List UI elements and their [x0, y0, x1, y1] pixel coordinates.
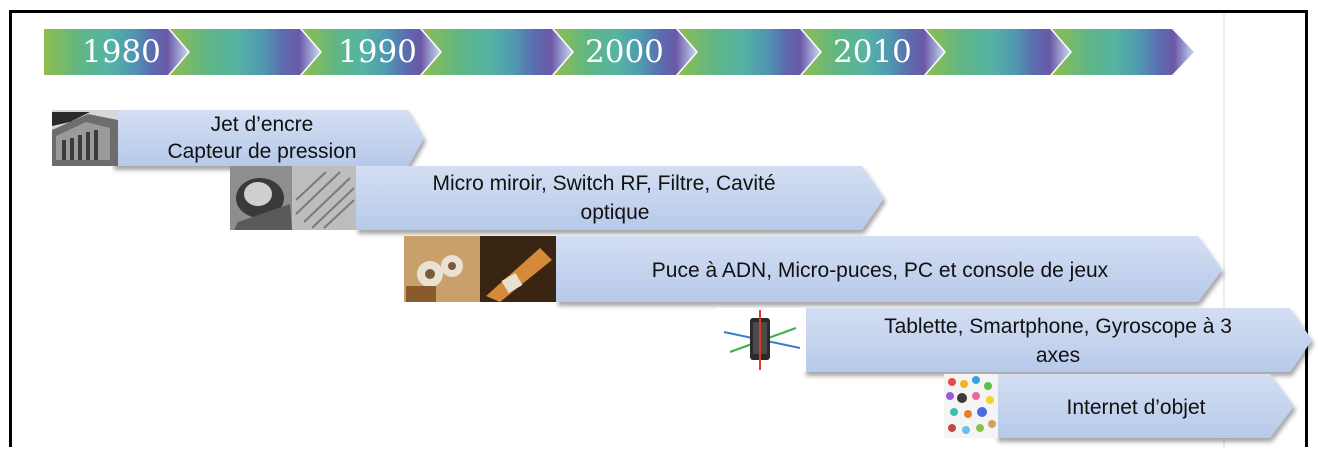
year-chevrons	[44, 29, 1194, 75]
chevron-arrow-2	[422, 29, 572, 75]
year-2010: 2010	[833, 34, 912, 70]
milestone-2-line-1: Micro miroir, Switch RF, Filtre, Cavité	[432, 172, 775, 195]
milestone-5-line-1: Internet d’objet	[1067, 396, 1206, 419]
chevron-1990	[302, 29, 440, 75]
milestone-1-line-1: Jet d’encre	[211, 113, 314, 136]
year-1990: 1990	[338, 34, 417, 70]
milestone-2-line-2: optique	[581, 201, 650, 224]
chevron-arrow-3	[678, 29, 820, 75]
chevron-2000	[554, 29, 696, 75]
milestone-3-line-1: Puce à ADN, Micro-puces, PC et console d…	[652, 259, 1109, 282]
dna-chip-image	[404, 236, 556, 302]
divider	[1223, 13, 1225, 449]
milestone-bar-5	[996, 374, 1294, 438]
milestone-4-line-2: axes	[1036, 344, 1080, 367]
milestone-bar-2	[356, 166, 884, 230]
year-1980: 1980	[82, 34, 161, 70]
chevron-arrow-1	[170, 29, 320, 75]
milestone-bar-4	[804, 308, 1312, 372]
chevron-arrow-5	[1052, 29, 1194, 75]
inkjet-printhead-image	[52, 110, 118, 166]
chevron-arrow-4	[926, 29, 1070, 75]
chevron-1980	[44, 29, 188, 75]
milestone-4-line-1: Tablette, Smartphone, Gyroscope à 3	[884, 315, 1232, 338]
chevron-2010	[802, 29, 944, 75]
smartphone-gyroscope-image	[716, 308, 806, 372]
iot-icons-image	[944, 374, 998, 438]
year-2000: 2000	[585, 34, 664, 70]
diagram-frame	[9, 10, 1308, 447]
micro-mirror-image	[230, 166, 356, 230]
milestone-1-line-2: Capteur de pression	[167, 140, 356, 163]
milestone-bar-1	[112, 110, 424, 166]
milestone-bar-3	[556, 236, 1222, 302]
